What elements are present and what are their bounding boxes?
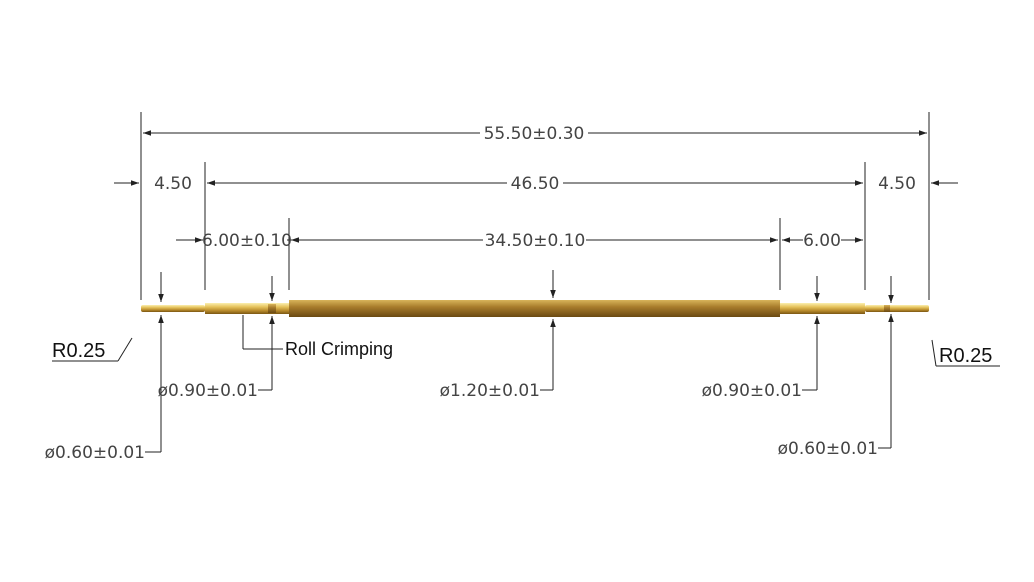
- dim-overall: 55.50±0.30: [484, 124, 585, 144]
- dim-right-end: 4.50: [878, 174, 916, 194]
- dim-left-end: 4.50: [154, 174, 192, 194]
- pin-step-left: [205, 303, 289, 314]
- pin-tip-right: [865, 305, 929, 312]
- pin-tip-left: [141, 305, 205, 312]
- dimension-lines: [114, 130, 958, 243]
- radius-right-label: R0.25: [939, 345, 992, 367]
- pin-step-right: [780, 303, 865, 314]
- dia-left-inner: ø0.90±0.01: [158, 381, 258, 401]
- dia-center: ø1.20±0.01: [440, 381, 540, 401]
- roll-crimp-groove: [268, 304, 276, 313]
- roll-crimping-label: Roll Crimping: [285, 339, 393, 359]
- dia-right-outer: ø0.60±0.01: [778, 439, 878, 459]
- dim-inner: 46.50: [511, 174, 560, 194]
- dim-middle: 34.50±0.10: [485, 231, 586, 251]
- dimension-labels: 55.50±0.30 46.50 4.50 4.50 6.00±0.10 34.…: [45, 124, 993, 463]
- dim-right-step: 6.00: [803, 231, 841, 251]
- pin-barrel: [289, 300, 780, 317]
- diameter-leaders: [52, 270, 1000, 453]
- dim-left-step: 6.00±0.10: [202, 231, 292, 251]
- dia-right-inner: ø0.90±0.01: [702, 381, 802, 401]
- pin-body: [141, 300, 929, 317]
- radius-left-label: R0.25: [52, 340, 105, 362]
- extension-lines: [140, 112, 930, 300]
- dia-left-outer: ø0.60±0.01: [45, 443, 145, 463]
